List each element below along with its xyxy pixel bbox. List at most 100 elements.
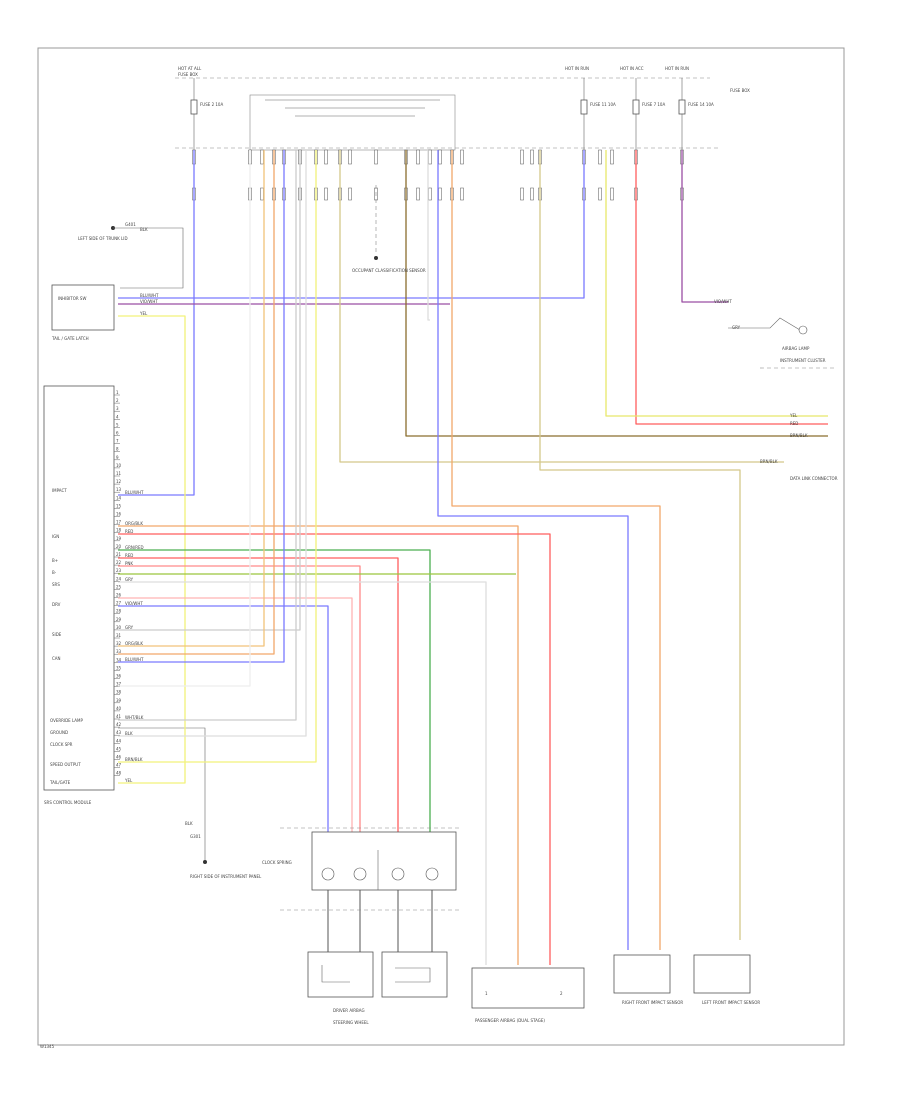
wire-label: BLK: [140, 227, 148, 232]
module-pin-number: 30: [116, 625, 122, 630]
wire-label: ORG/BLK: [125, 521, 143, 526]
module-pin-number: 26: [116, 593, 122, 598]
wire-tan-dlc: [339, 150, 784, 463]
svg-text:GROUND: GROUND: [50, 730, 68, 735]
connector-pin: [416, 149, 420, 165]
wire-blue-fuse-3: [118, 150, 285, 663]
module-pin-number: 21: [116, 552, 122, 557]
wire-label: YEL: [124, 778, 133, 783]
connector-pin: [530, 149, 534, 165]
hot-label-3: HOT IN ACC: [620, 66, 644, 71]
srs-control-module: 1234567891011121314151617181920212223242…: [43, 385, 122, 805]
wire-red-clock: [118, 557, 399, 835]
svg-text:IGN: IGN: [52, 534, 59, 539]
connector-pin: [530, 187, 534, 201]
left-front-impact-sensor: LEFT FRONT IMPACT SENSOR: [693, 954, 760, 1005]
wire-label: YEL: [789, 413, 798, 418]
connector-pin: [520, 149, 524, 165]
module-pin-number: 42: [116, 722, 122, 727]
fuse-box: HOT AT ALL FUSE BOX HOT IN RUN HOT IN AC…: [175, 66, 750, 151]
wire-label: BLU/WHT: [125, 657, 144, 662]
module-pin-number: 4: [116, 414, 119, 419]
wire-orange-fuse-2: [118, 150, 275, 655]
connector-pin: [520, 187, 524, 201]
module-pin-number: 19: [116, 536, 122, 541]
svg-text:FUSE 11 10A: FUSE 11 10A: [590, 102, 616, 107]
module-pin-number: 36: [116, 674, 122, 679]
footer-code: W1345: [40, 1044, 55, 1049]
wire-short: [427, 150, 430, 321]
svg-text:CLOCK SPR: CLOCK SPR: [50, 742, 73, 747]
wire-blue-right-sensor: [437, 150, 629, 950]
module-pin-number: 13: [116, 487, 122, 492]
fuse-4: FUSE 14 10A: [678, 78, 714, 150]
wire-gray-pass: [118, 581, 487, 965]
svg-text:B-: B-: [52, 570, 57, 575]
wire-label: BLK: [185, 821, 193, 826]
module-pin-number: 34: [116, 657, 122, 662]
connector-pin: [428, 149, 432, 165]
wire-label: GRY: [732, 325, 741, 330]
module-pin-number: 11: [116, 471, 122, 476]
module-pin-number: 41: [116, 714, 122, 719]
svg-text:G401: G401: [125, 222, 136, 227]
svg-text:FUSE 14 10A: FUSE 14 10A: [688, 102, 714, 107]
wire-red-cluster: [635, 150, 828, 425]
svg-text:FUSE 7 10A: FUSE 7 10A: [642, 102, 665, 107]
svg-text:FUSE 2 10A: FUSE 2 10A: [200, 102, 223, 107]
ground-top: G401 LEFT SIDE OF TRUNK LID: [78, 222, 184, 289]
connector-pin: [416, 187, 420, 201]
module-pin-number: 1: [116, 390, 119, 395]
tail-gate-latch: INHIBITOR SW TAIL / GATE LATCH: [51, 284, 115, 341]
module-pin-number: 6: [116, 431, 119, 436]
svg-text:INHIBITOR SW: INHIBITOR SW: [58, 296, 86, 301]
fuse-1: FUSE 2 10A: [190, 78, 223, 150]
module-pin-number: 35: [116, 665, 122, 670]
wire-brown-cluster: [405, 150, 828, 437]
connector-pin: [598, 187, 602, 201]
wire-label: YEL: [139, 311, 148, 316]
wire-label: BLU/WHT: [125, 490, 144, 495]
wire-blue-ign: [118, 150, 195, 496]
ground-bottom-desc: RIGHT SIDE OF INSTRUMENT PANEL: [190, 874, 262, 879]
wire-orange-fuse: [118, 150, 265, 647]
wire-label: BLU/WHT: [140, 293, 159, 298]
module-pin-number: 10: [116, 463, 122, 468]
wire-pink-clock: [118, 565, 361, 835]
svg-text:TAIL / GATE LATCH: TAIL / GATE LATCH: [51, 336, 89, 341]
connector-pin: [374, 149, 378, 165]
module-pin-number: 18: [116, 528, 122, 533]
connector-pin: [324, 149, 328, 165]
wire-label: GRY: [125, 625, 134, 630]
airbag-lamp: AIRBAG LAMP INSTRUMENT CLUSTER: [728, 317, 835, 369]
module-pin-number: 5: [116, 422, 119, 427]
wire-yellow-cluster: [605, 150, 828, 417]
wire-tan-left-sensor: [539, 150, 741, 940]
connector-pin: [610, 187, 614, 201]
wire-gray-3: [118, 150, 307, 737]
svg-text:G301: G301: [190, 834, 201, 839]
connector-pin: [460, 149, 464, 165]
svg-text:RIGHT FRONT IMPACT SENSOR: RIGHT FRONT IMPACT SENSOR: [622, 1000, 683, 1005]
wire-label: RED: [125, 529, 133, 534]
module-pin-number: 14: [116, 495, 122, 500]
module-pin-number: 12: [116, 479, 122, 484]
svg-text:2: 2: [560, 991, 563, 996]
wire-green-clock: [118, 549, 431, 835]
svg-text:OCCUPANT CLASSIFICATION SENSOR: OCCUPANT CLASSIFICATION SENSOR: [352, 268, 426, 273]
svg-text:DATA LINK CONNECTOR: DATA LINK CONNECTOR: [790, 476, 838, 481]
wire-label: BLK: [125, 731, 133, 736]
wire-orange-pass-1: [118, 525, 519, 965]
svg-text:AIRBAG LAMP: AIRBAG LAMP: [782, 346, 810, 351]
connector-pin: [348, 149, 352, 165]
wire-yellow-2: [118, 150, 317, 763]
svg-text:OVERRIDE LAMP: OVERRIDE LAMP: [50, 718, 83, 723]
connector-pin: [348, 187, 352, 201]
module-pin-number: 39: [116, 698, 122, 703]
svg-text:B+: B+: [52, 558, 58, 563]
wire-label: VIO/WHT: [714, 299, 732, 304]
ground-bottom: G301 RIGHT SIDE OF INSTRUMENT PANEL: [118, 727, 262, 879]
svg-text:IMPACT: IMPACT: [52, 488, 67, 493]
connector-pin: [324, 187, 328, 201]
